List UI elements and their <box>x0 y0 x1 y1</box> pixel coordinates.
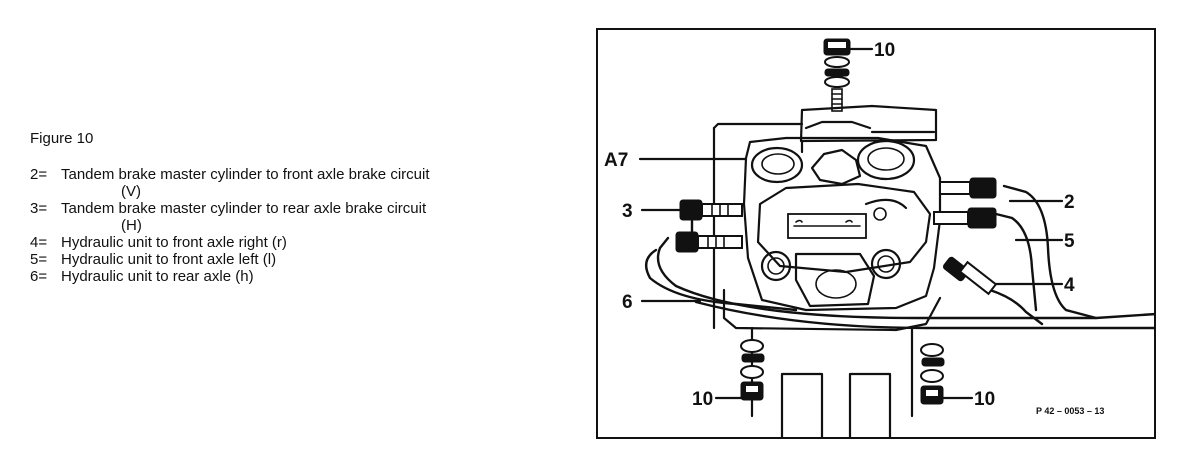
fitting-3-body <box>701 203 743 217</box>
unit-port-upper-right <box>856 139 916 181</box>
unit-lower-block <box>794 252 876 308</box>
legend-text: Tandem brake master cylinder to front ax… <box>61 166 430 183</box>
callout-bottom-left-10: 10 <box>692 389 713 410</box>
bl-nut-highlight <box>746 386 758 392</box>
br-spacer <box>921 357 945 367</box>
callout-3: 3 <box>622 201 633 222</box>
bl-spacer <box>741 353 765 363</box>
base-outline <box>722 288 942 332</box>
unit-port-upper-left-inner <box>761 153 795 175</box>
legend-item: 2= Tandem brake master cylinder to front… <box>30 166 570 200</box>
leader-lines <box>638 47 1064 400</box>
pipe-5 <box>994 212 1038 312</box>
legend-item: 6= Hydraulic unit to rear axle (h) <box>30 268 570 285</box>
unit-lower-boss <box>815 269 857 299</box>
legend-key: 5= <box>30 251 48 268</box>
top-washer <box>824 56 850 68</box>
unit-port-upper-left <box>750 146 804 184</box>
fitting-6 <box>675 231 743 253</box>
legend-text: Hydraulic unit to front axle left (l) <box>61 251 277 268</box>
figure-caption: Figure 10 2= Tandem brake master cylinde… <box>30 130 570 285</box>
mounting-bracket <box>799 104 938 154</box>
fitting-3-nut <box>679 199 703 221</box>
legend-key: 2= <box>30 166 48 183</box>
callout-4: 4 <box>1064 275 1075 296</box>
br-washer-1 <box>920 343 944 357</box>
fitting-3 <box>679 199 743 221</box>
fitting-4 <box>942 256 998 296</box>
legend-item: 3= Tandem brake master cylinder to rear … <box>30 200 570 234</box>
fitting-2-nut <box>969 177 997 199</box>
unit-bottom-port-right-inner <box>877 255 895 273</box>
fitting-5-nut <box>967 207 997 229</box>
callout-top-10: 10 <box>874 40 895 61</box>
br-washer-2 <box>920 369 944 383</box>
callout-bottom-right-10: 10 <box>974 389 995 410</box>
legend-text: Tandem brake master cylinder to rear axl… <box>61 200 427 217</box>
pipe-rear-2 <box>694 300 1156 330</box>
hydraulic-unit-body <box>742 136 942 312</box>
fitting-2 <box>939 177 997 199</box>
legend-key: 6= <box>30 268 48 285</box>
figure-code: P 42 – 0053 – 13 <box>1036 406 1104 416</box>
legend-text: Hydraulic unit to rear axle (h) <box>61 268 254 285</box>
legend-list: 2= Tandem brake master cylinder to front… <box>30 166 570 285</box>
fitting-2-body <box>939 181 971 195</box>
unit-bottom-port-left-inner <box>767 257 785 275</box>
legend-key: 3= <box>30 200 48 217</box>
br-nut-highlight <box>926 390 938 396</box>
top-washer-2 <box>824 76 850 88</box>
legend-body: Tandem brake master cylinder to front ax… <box>61 166 430 200</box>
callout-2: 2 <box>1064 192 1075 213</box>
unit-bottom-port-right <box>870 248 902 280</box>
legend-item: 5= Hydraulic unit to front axle left (l) <box>30 251 570 268</box>
callout-5: 5 <box>1064 231 1075 252</box>
base-slot-left <box>780 372 824 439</box>
unit-bottom-port-left <box>760 250 792 282</box>
diagram-drawing: 10 A7 3 2 5 4 6 10 10 P 42 – 0053 – 13 <box>596 28 1156 439</box>
bracket-plate <box>799 104 938 143</box>
legend-body: Hydraulic unit to front axle right (r) <box>61 234 287 251</box>
unit-curve <box>864 198 908 210</box>
top-nut-highlight <box>828 42 846 48</box>
bottom-right-nut-stack <box>920 343 945 405</box>
caption-title: Figure 10 <box>30 130 94 147</box>
fitting-5-body <box>933 211 969 225</box>
fitting-6-nut <box>675 231 699 253</box>
top-spacer <box>824 68 850 77</box>
legend-body: Hydraulic unit to rear axle (h) <box>61 268 254 285</box>
pipe-6-loop <box>644 248 798 312</box>
top-nut-stack <box>823 38 851 112</box>
legend-item: 4= Hydraulic unit to front axle right (r… <box>30 234 570 251</box>
callout-6: 6 <box>622 292 633 313</box>
pipe-2 <box>1002 184 1098 320</box>
fitting-4-body <box>958 260 998 296</box>
legend-key: 4= <box>30 234 48 251</box>
legend-sub: (V) <box>121 183 141 200</box>
fitting-5 <box>933 207 997 229</box>
label-plate-marks <box>795 219 853 223</box>
callout-a7: A7 <box>604 150 628 171</box>
unit-center-boss <box>810 148 862 186</box>
legend-body: Hydraulic unit to front axle left (l) <box>61 251 276 268</box>
bl-washer-1 <box>740 339 764 353</box>
top-stud <box>831 88 843 112</box>
unit-port-upper-right-inner <box>867 147 905 171</box>
legend-body: Tandem brake master cylinder to rear axl… <box>61 200 426 234</box>
brake-line-diagram: 10 A7 3 2 5 4 6 10 10 P 42 – 0053 – 13 <box>596 28 1156 439</box>
fitting-6-body <box>697 235 743 249</box>
legend-sub: (H) <box>121 217 142 234</box>
legend-text: Hydraulic unit to front axle right (r) <box>61 234 287 251</box>
pipe-rear <box>656 236 1156 320</box>
unit-outline <box>742 136 942 312</box>
bracket-cap <box>804 120 872 130</box>
unit-small-port <box>873 207 887 221</box>
base-slot-right <box>848 372 892 439</box>
base-rail-top <box>712 122 804 130</box>
bl-washer-2 <box>740 365 764 379</box>
bottom-left-nut-stack <box>740 339 765 401</box>
pipe-4 <box>988 288 1044 326</box>
